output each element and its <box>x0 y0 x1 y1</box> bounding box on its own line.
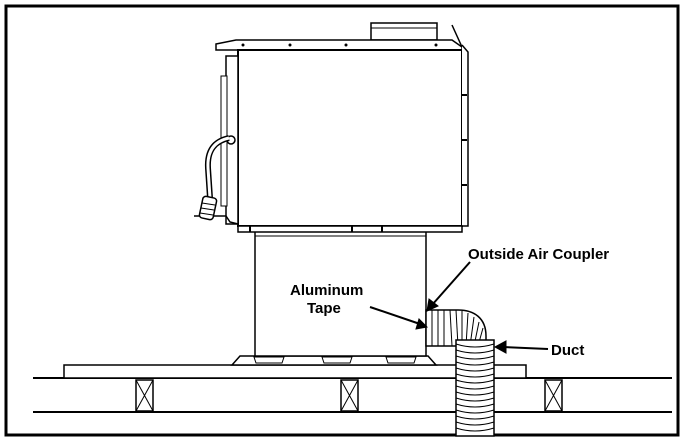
cabinet-rivets <box>241 43 438 47</box>
joist-middle <box>340 379 359 412</box>
arrow-duct <box>501 346 549 350</box>
label-aluminum-tape-line2: Tape <box>307 300 341 317</box>
diagram-border <box>4 4 680 437</box>
floor-structure <box>33 377 672 413</box>
leveling-feet <box>253 356 417 364</box>
stove-cabinet <box>194 22 469 233</box>
joist-left <box>135 379 154 412</box>
door-handle <box>198 135 230 221</box>
label-aluminum-tape-line1: Aluminum <box>290 282 363 299</box>
label-duct: Duct <box>551 342 584 359</box>
arrow-aluminum-tape <box>369 306 421 325</box>
pedestal <box>254 229 427 357</box>
arrow-outside-air-coupler <box>431 261 471 306</box>
label-outside-air-coupler: Outside Air Coupler <box>468 246 609 263</box>
flex-duct <box>455 339 495 437</box>
joist-right <box>544 379 563 412</box>
callout-arrows <box>369 261 549 354</box>
duct-ribs <box>455 343 495 432</box>
